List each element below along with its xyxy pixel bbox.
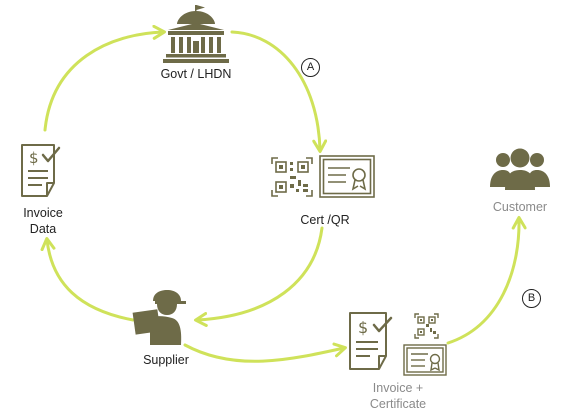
invoice-certificate-label: Invoice + Certificate	[354, 380, 442, 412]
invoice-data-line2: Data	[29, 222, 57, 236]
qr-code-icon	[271, 157, 313, 197]
qr-code-icon	[414, 313, 439, 339]
arrow-cert-to-supplier	[194, 226, 324, 327]
supplier-label: Supplier	[143, 353, 189, 367]
arrow-invoice-to-govt	[43, 24, 166, 132]
step-badge-b: B	[522, 289, 541, 308]
svg-text:$: $	[358, 318, 368, 337]
invoice-data-label: Invoice Data	[8, 205, 78, 237]
arrow-govt-to-cert	[230, 30, 328, 153]
svg-text:$: $	[29, 149, 39, 167]
invoice-certificate-line1: Invoice +	[372, 381, 424, 395]
certificate-icon	[403, 344, 447, 376]
invoice-document-icon: $	[21, 144, 61, 197]
arrow-supplier-to-invoice	[40, 237, 135, 322]
cert-label: Cert /QR	[300, 213, 350, 227]
certificate-icon	[319, 155, 375, 198]
customer-label: Customer	[492, 200, 548, 214]
government-building-icon	[163, 5, 229, 63]
invoice-certificate-icon: $	[349, 312, 393, 370]
invoice-data-line1: Invoice	[23, 206, 63, 220]
govt-label: Govt / LHDN	[160, 67, 232, 81]
step-badge-a: A	[301, 58, 320, 77]
delivery-person-icon	[132, 290, 186, 345]
invoice-certificate-line2: Certificate	[369, 397, 427, 411]
customer-group-icon	[490, 148, 550, 190]
arrow-invoicecert-to-customer	[446, 216, 527, 345]
arrow-supplier-to-invoicecert	[183, 342, 347, 363]
